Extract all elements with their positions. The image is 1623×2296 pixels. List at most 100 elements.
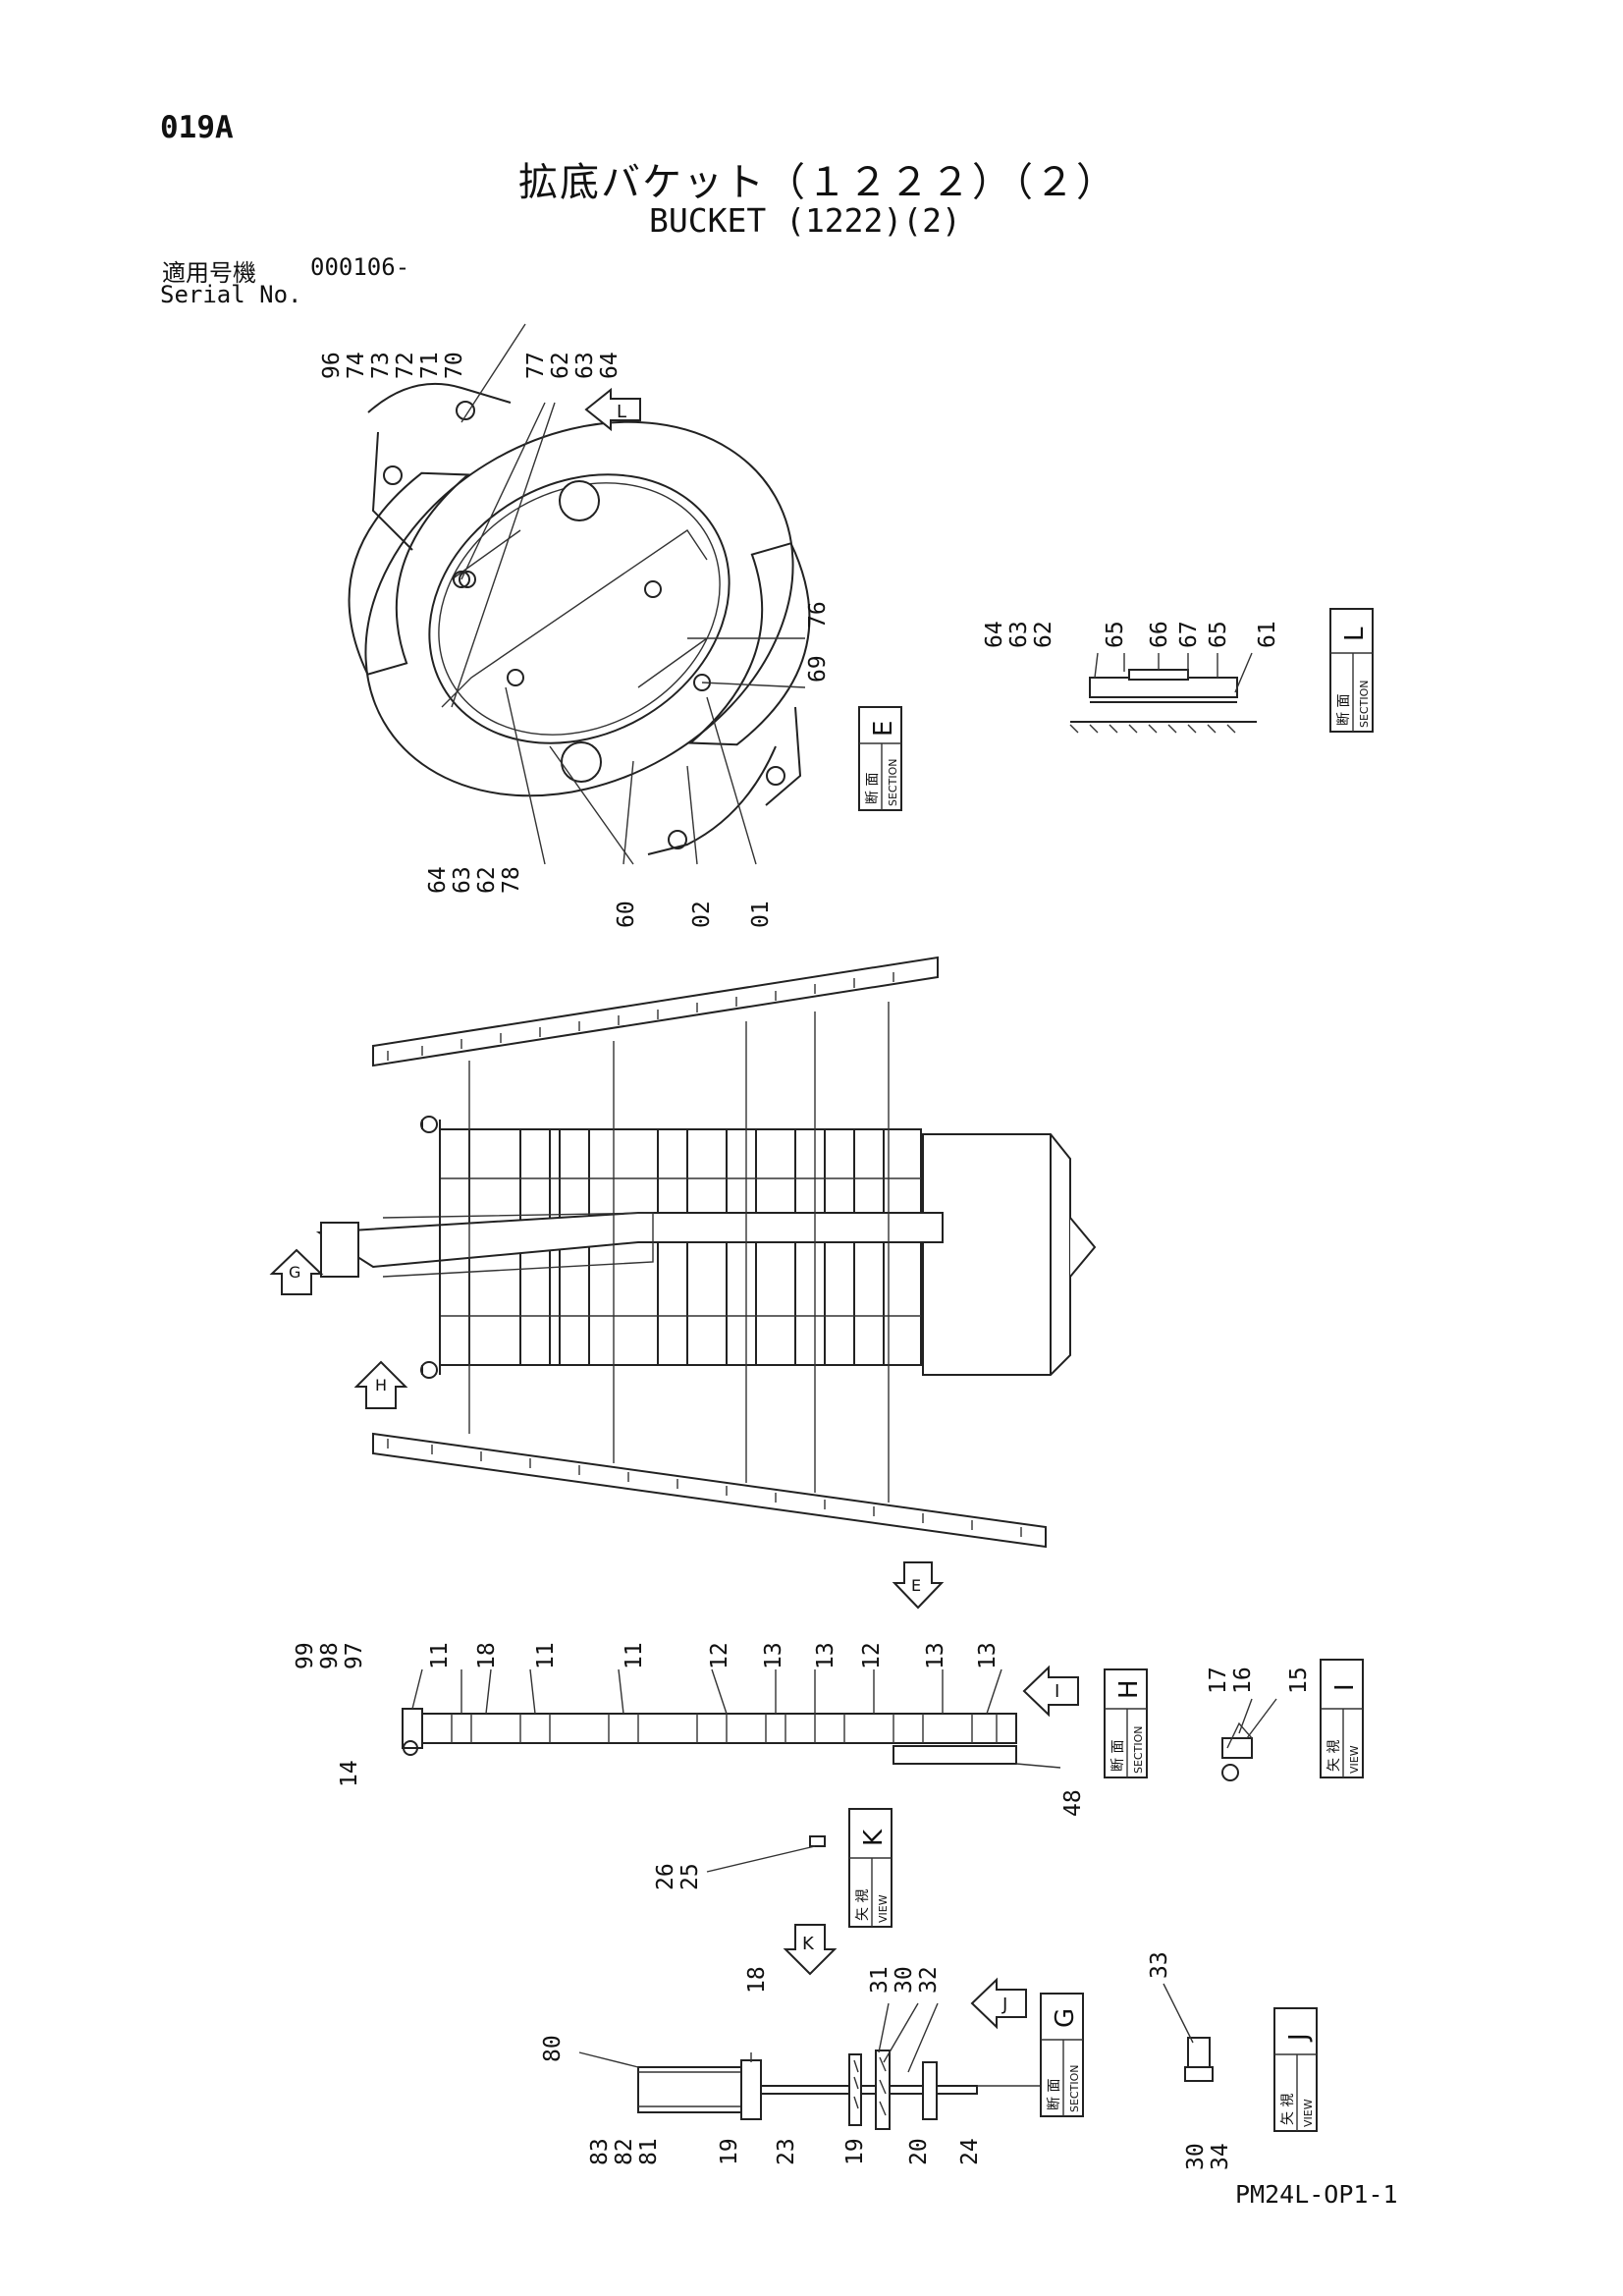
- bucket-side-view: [315, 956, 1097, 1549]
- svg-text:SECTION: SECTION: [887, 759, 899, 806]
- callout: 98: [317, 1642, 343, 1669]
- callout: 15: [1286, 1667, 1312, 1694]
- svg-text:断 面: 断 面: [865, 773, 881, 804]
- document-code: PM24L-OP1-1: [1235, 2180, 1398, 2209]
- callouts-top-view: 96 74 73 72 71 70 77 62 63 64 76 69 64 6…: [319, 352, 831, 928]
- arrow-l: L: [584, 387, 641, 432]
- callout: 13: [923, 1642, 948, 1669]
- callout: 65: [1103, 621, 1128, 648]
- callout: 25: [677, 1863, 703, 1890]
- serial-label-english: Serial No.: [160, 281, 302, 308]
- callout: 02: [689, 901, 715, 928]
- callouts-section-l: 64 63 62 65 66 67 65 61: [982, 621, 1280, 648]
- callout: 77: [523, 352, 549, 379]
- svg-text:H: H: [1114, 1679, 1144, 1699]
- svg-text:I: I: [1330, 1683, 1360, 1691]
- callout: 17: [1206, 1667, 1231, 1694]
- arrow-g-label: G: [289, 1263, 300, 1282]
- bucket-top-view: [348, 323, 811, 865]
- label-box-section-l: 断 面 SECTION L: [1329, 608, 1374, 733]
- callout: 61: [1255, 621, 1280, 648]
- callout: 69: [805, 655, 831, 683]
- callout: 12: [859, 1642, 885, 1669]
- callout: 19: [842, 2138, 868, 2165]
- callout: 97: [342, 1642, 367, 1669]
- page-title-english: BUCKET (1222)(2): [649, 201, 961, 240]
- callout: 71: [417, 352, 443, 379]
- arrow-j-label: J: [1001, 1995, 1007, 2015]
- serial-number-value: 000106-: [310, 253, 410, 281]
- callout: 78: [499, 866, 524, 894]
- callout: 63: [450, 866, 475, 894]
- callout: 64: [982, 621, 1007, 648]
- arrow-h: H: [353, 1360, 408, 1409]
- callout: 33: [1147, 1951, 1172, 1979]
- svg-text:矢 視: 矢 視: [1280, 2094, 1296, 2125]
- svg-text:L: L: [1340, 627, 1370, 641]
- callout: 63: [572, 352, 598, 379]
- svg-text:G: G: [1051, 2008, 1080, 2028]
- label-box-section-e: 断 面 SECTION E: [858, 706, 902, 811]
- label-box-view-i: 矢 視 VIEW I: [1320, 1659, 1364, 1778]
- callout: 64: [597, 352, 622, 379]
- callout: 30: [1183, 2143, 1209, 2170]
- arrow-k-label: K: [802, 1934, 815, 1954]
- callout: 99: [293, 1642, 318, 1669]
- callout: 63: [1006, 621, 1032, 648]
- page-code: 019A: [160, 110, 234, 145]
- view-i-detail: [1221, 1698, 1277, 1781]
- callout: 65: [1206, 621, 1231, 648]
- svg-text:矢 視: 矢 視: [1326, 1740, 1342, 1772]
- svg-text:断 面: 断 面: [1047, 2079, 1062, 2110]
- callout: 64: [425, 866, 451, 894]
- arrow-i: I: [1022, 1665, 1079, 1718]
- arrow-g: G: [269, 1248, 324, 1295]
- page-title-japanese: 拡底バケット（１２２２）（２）: [518, 160, 1117, 205]
- svg-text:SECTION: SECTION: [1132, 1726, 1145, 1774]
- callout: 23: [774, 2138, 799, 2165]
- arrow-j: J: [970, 1977, 1027, 2030]
- callout: 96: [319, 352, 345, 379]
- svg-text:SECTION: SECTION: [1068, 2065, 1081, 2112]
- callout: 34: [1208, 2143, 1233, 2170]
- callout: 13: [813, 1642, 839, 1669]
- callout: 67: [1176, 621, 1202, 648]
- top-view-leaders: [451, 402, 806, 865]
- callout: 14: [337, 1760, 362, 1787]
- svg-text:VIEW: VIEW: [877, 1894, 890, 1923]
- callout: 66: [1147, 621, 1172, 648]
- svg-text:K: K: [859, 1829, 889, 1846]
- callout: 13: [975, 1642, 1001, 1669]
- callout: 11: [622, 1642, 647, 1669]
- arrow-h-label: H: [375, 1376, 387, 1394]
- callout: 01: [748, 901, 774, 928]
- arrow-e: E: [892, 1561, 945, 1610]
- callout: 74: [344, 352, 369, 379]
- callout: 20: [906, 2138, 932, 2165]
- svg-text:VIEW: VIEW: [1302, 2099, 1315, 2127]
- callout: 18: [744, 1966, 770, 1994]
- callouts-view-j: 33 30 34: [1147, 1951, 1233, 2170]
- callouts-view-k: 26 25: [653, 1863, 703, 1890]
- svg-text:E: E: [869, 721, 898, 737]
- serial-label-japanese: 適用号機: [162, 259, 256, 287]
- callout: 62: [474, 866, 500, 894]
- view-k-detail: [706, 1835, 826, 1873]
- callout: 13: [761, 1642, 786, 1669]
- callouts-view-i: 17 16 15: [1206, 1667, 1312, 1694]
- svg-text:断 面: 断 面: [1110, 1740, 1126, 1772]
- section-g-detail: [578, 2002, 1041, 2130]
- callout: 62: [548, 352, 573, 379]
- section-h-shaft: [402, 1668, 1061, 1769]
- callout: 26: [653, 1863, 678, 1890]
- callout: 48: [1060, 1789, 1086, 1817]
- label-box-view-j: 矢 視 VIEW J: [1273, 2007, 1318, 2132]
- svg-text:J: J: [1284, 2033, 1314, 2043]
- callout: 30: [892, 1966, 917, 1994]
- callouts-section-h: 99 98 97 11 18 11 11 12 13 13 12 13 13 1…: [293, 1642, 1086, 1817]
- callout: 82: [612, 2138, 637, 2165]
- svg-text:断 面: 断 面: [1336, 694, 1352, 726]
- label-box-section-g: 断 面 SECTION G: [1040, 1993, 1084, 2117]
- callout: 11: [533, 1642, 559, 1669]
